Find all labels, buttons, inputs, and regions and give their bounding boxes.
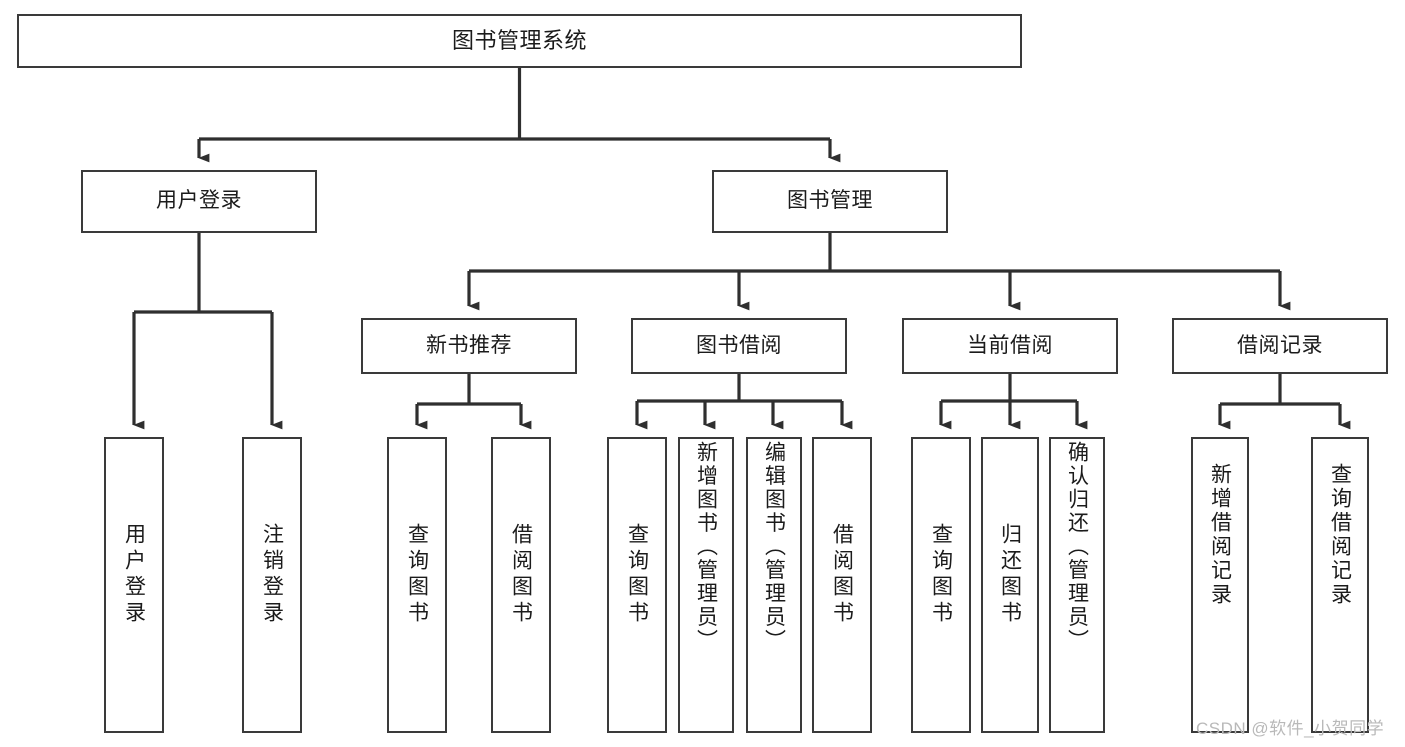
- node-root[interactable]: 图书管理系统: [17, 14, 1022, 68]
- node-leaf-borrow-book-2[interactable]: 借阅图书: [812, 437, 872, 733]
- node-book-manage[interactable]: 图书管理: [712, 170, 948, 233]
- node-leaf-return-book-label: 归还图书: [998, 523, 1022, 627]
- node-leaf-user-login-label: 用户登录: [122, 523, 146, 627]
- node-leaf-borrow-book-1[interactable]: 借阅图书: [491, 437, 551, 733]
- node-leaf-edit-book-label: 编辑图书（管理员）: [762, 441, 786, 653]
- node-leaf-add-record[interactable]: 新增借阅记录: [1191, 437, 1249, 733]
- node-leaf-user-logout[interactable]: 注销登录: [242, 437, 302, 733]
- node-current-borrow-label: 当前借阅: [967, 333, 1053, 357]
- node-leaf-query-record[interactable]: 查询借阅记录: [1311, 437, 1369, 733]
- node-leaf-edit-book[interactable]: 编辑图书（管理员）: [746, 437, 802, 733]
- node-borrow-record-label: 借阅记录: [1237, 333, 1323, 357]
- node-leaf-query-record-label: 查询借阅记录: [1328, 463, 1352, 607]
- node-leaf-confirm-return[interactable]: 确认归还（管理员）: [1049, 437, 1105, 733]
- node-book-borrow-label: 图书借阅: [696, 333, 782, 357]
- node-leaf-borrow-book-1-label: 借阅图书: [509, 523, 533, 627]
- node-leaf-user-login[interactable]: 用户登录: [104, 437, 164, 733]
- node-book-manage-label: 图书管理: [787, 189, 873, 213]
- node-leaf-query-book-3-label: 查询图书: [929, 523, 953, 627]
- node-user-login-label: 用户登录: [156, 189, 242, 213]
- node-borrow-record[interactable]: 借阅记录: [1172, 318, 1388, 374]
- watermark-csdn: CSDN @软件_小贺同学: [1196, 719, 1385, 738]
- node-leaf-add-record-label: 新增借阅记录: [1208, 463, 1232, 607]
- node-leaf-confirm-return-label: 确认归还（管理员）: [1065, 441, 1089, 653]
- node-leaf-query-book-3[interactable]: 查询图书: [911, 437, 971, 733]
- node-leaf-add-book-label: 新增图书（管理员）: [694, 441, 718, 653]
- node-leaf-add-book[interactable]: 新增图书（管理员）: [678, 437, 734, 733]
- node-leaf-query-book-1-label: 查询图书: [405, 523, 429, 627]
- node-new-book-rec-label: 新书推荐: [426, 333, 512, 357]
- node-book-borrow[interactable]: 图书借阅: [631, 318, 847, 374]
- node-leaf-query-book-1[interactable]: 查询图书: [387, 437, 447, 733]
- node-new-book-rec[interactable]: 新书推荐: [361, 318, 577, 374]
- node-leaf-user-logout-label: 注销登录: [260, 523, 284, 627]
- node-leaf-return-book[interactable]: 归还图书: [981, 437, 1039, 733]
- node-leaf-borrow-book-2-label: 借阅图书: [830, 523, 854, 627]
- node-leaf-query-book-2-label: 查询图书: [625, 523, 649, 627]
- node-current-borrow[interactable]: 当前借阅: [902, 318, 1118, 374]
- node-leaf-query-book-2[interactable]: 查询图书: [607, 437, 667, 733]
- node-user-login[interactable]: 用户登录: [81, 170, 317, 233]
- node-root-label: 图书管理系统: [451, 28, 587, 54]
